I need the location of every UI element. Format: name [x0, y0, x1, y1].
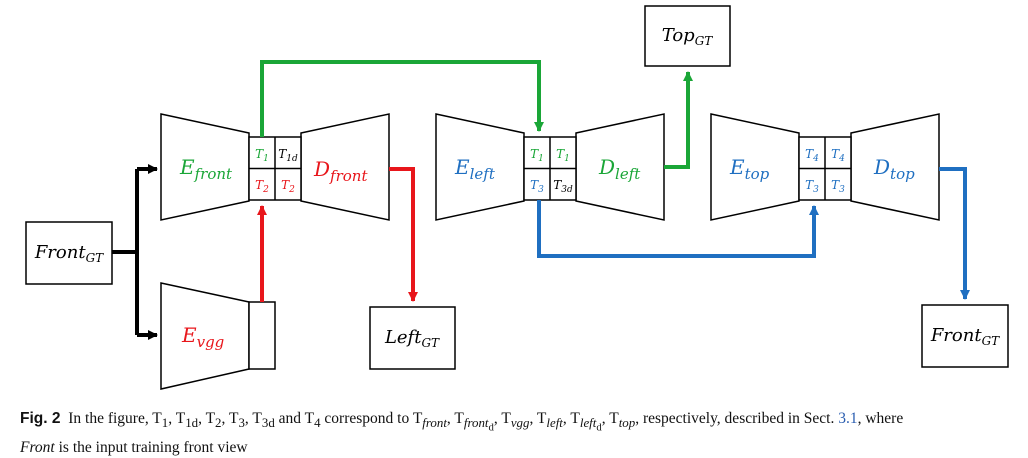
- front-cell-t2-b: T2: [281, 178, 295, 195]
- e-top-encoder: [710, 113, 800, 221]
- blue-arrow-d-top-to-front-gt: [939, 167, 970, 300]
- left-latent-grid: T1 T1 T3 T3d: [523, 136, 577, 201]
- front-cell-t1: T1: [255, 147, 269, 164]
- left-cell-t1-b: T1: [556, 147, 570, 164]
- d-front-label: Dfront: [313, 157, 368, 185]
- e-front-label: Efront: [179, 155, 233, 183]
- top-gt-box: [644, 5, 731, 67]
- front-gt-input-label: FrontGT: [34, 242, 104, 265]
- front-gt-input-box: [25, 221, 113, 285]
- green-arrow-d-left-to-top-gt: [664, 71, 693, 169]
- left-gt-box: [369, 306, 456, 370]
- left-cell-t1-a: T1: [530, 147, 544, 164]
- red-arrow-d-front-to-left-gt: [389, 167, 418, 302]
- top-cell-t3-a: T3: [805, 178, 819, 195]
- front-cell-t1d: T1d: [278, 147, 298, 164]
- blue-arrow-t3-left-to-top: [537, 200, 819, 258]
- top-cell-t4-b: T4: [831, 147, 845, 164]
- front-latent-grid: T1 T1d T2 T2: [248, 136, 302, 201]
- left-cell-t3d: T3d: [553, 178, 573, 195]
- e-left-label: Eleft: [454, 155, 496, 183]
- front-cell-t2-a: T2: [255, 178, 269, 195]
- d-left-label: Dleft: [598, 155, 641, 183]
- left-gt-label: LeftGT: [384, 327, 440, 350]
- input-split-connector: [112, 169, 139, 335]
- d-top-label: Dtop: [873, 155, 915, 183]
- e-vgg-label: Evgg: [181, 323, 224, 351]
- left-cell-t3: T3: [530, 178, 544, 195]
- front-gt-output-box: [921, 304, 1009, 368]
- figure-caption: Fig. 2 In the figure, T1, T1d, T2, T3, T…: [20, 410, 904, 456]
- front-gt-output-label: FrontGT: [930, 325, 1000, 348]
- section-link[interactable]: 3.1: [838, 410, 858, 427]
- e-vgg-feature-block: [248, 301, 276, 370]
- top-latent-grid: T4 T4 T3 T3: [798, 136, 852, 201]
- e-left-encoder: [435, 113, 525, 221]
- green-arrow-t1-front-to-left: [260, 60, 544, 137]
- e-top-label: Etop: [729, 155, 770, 183]
- caption-label: Fig. 2: [20, 410, 61, 427]
- architecture-diagram: FrontGT LeftGT TopGT FrontGT Efront Dfro…: [25, 5, 1009, 390]
- top-cell-t4-a: T4: [805, 147, 819, 164]
- top-gt-label: TopGT: [662, 25, 714, 48]
- top-cell-t3-b: T3: [831, 178, 845, 195]
- e-front-encoder: [160, 113, 250, 221]
